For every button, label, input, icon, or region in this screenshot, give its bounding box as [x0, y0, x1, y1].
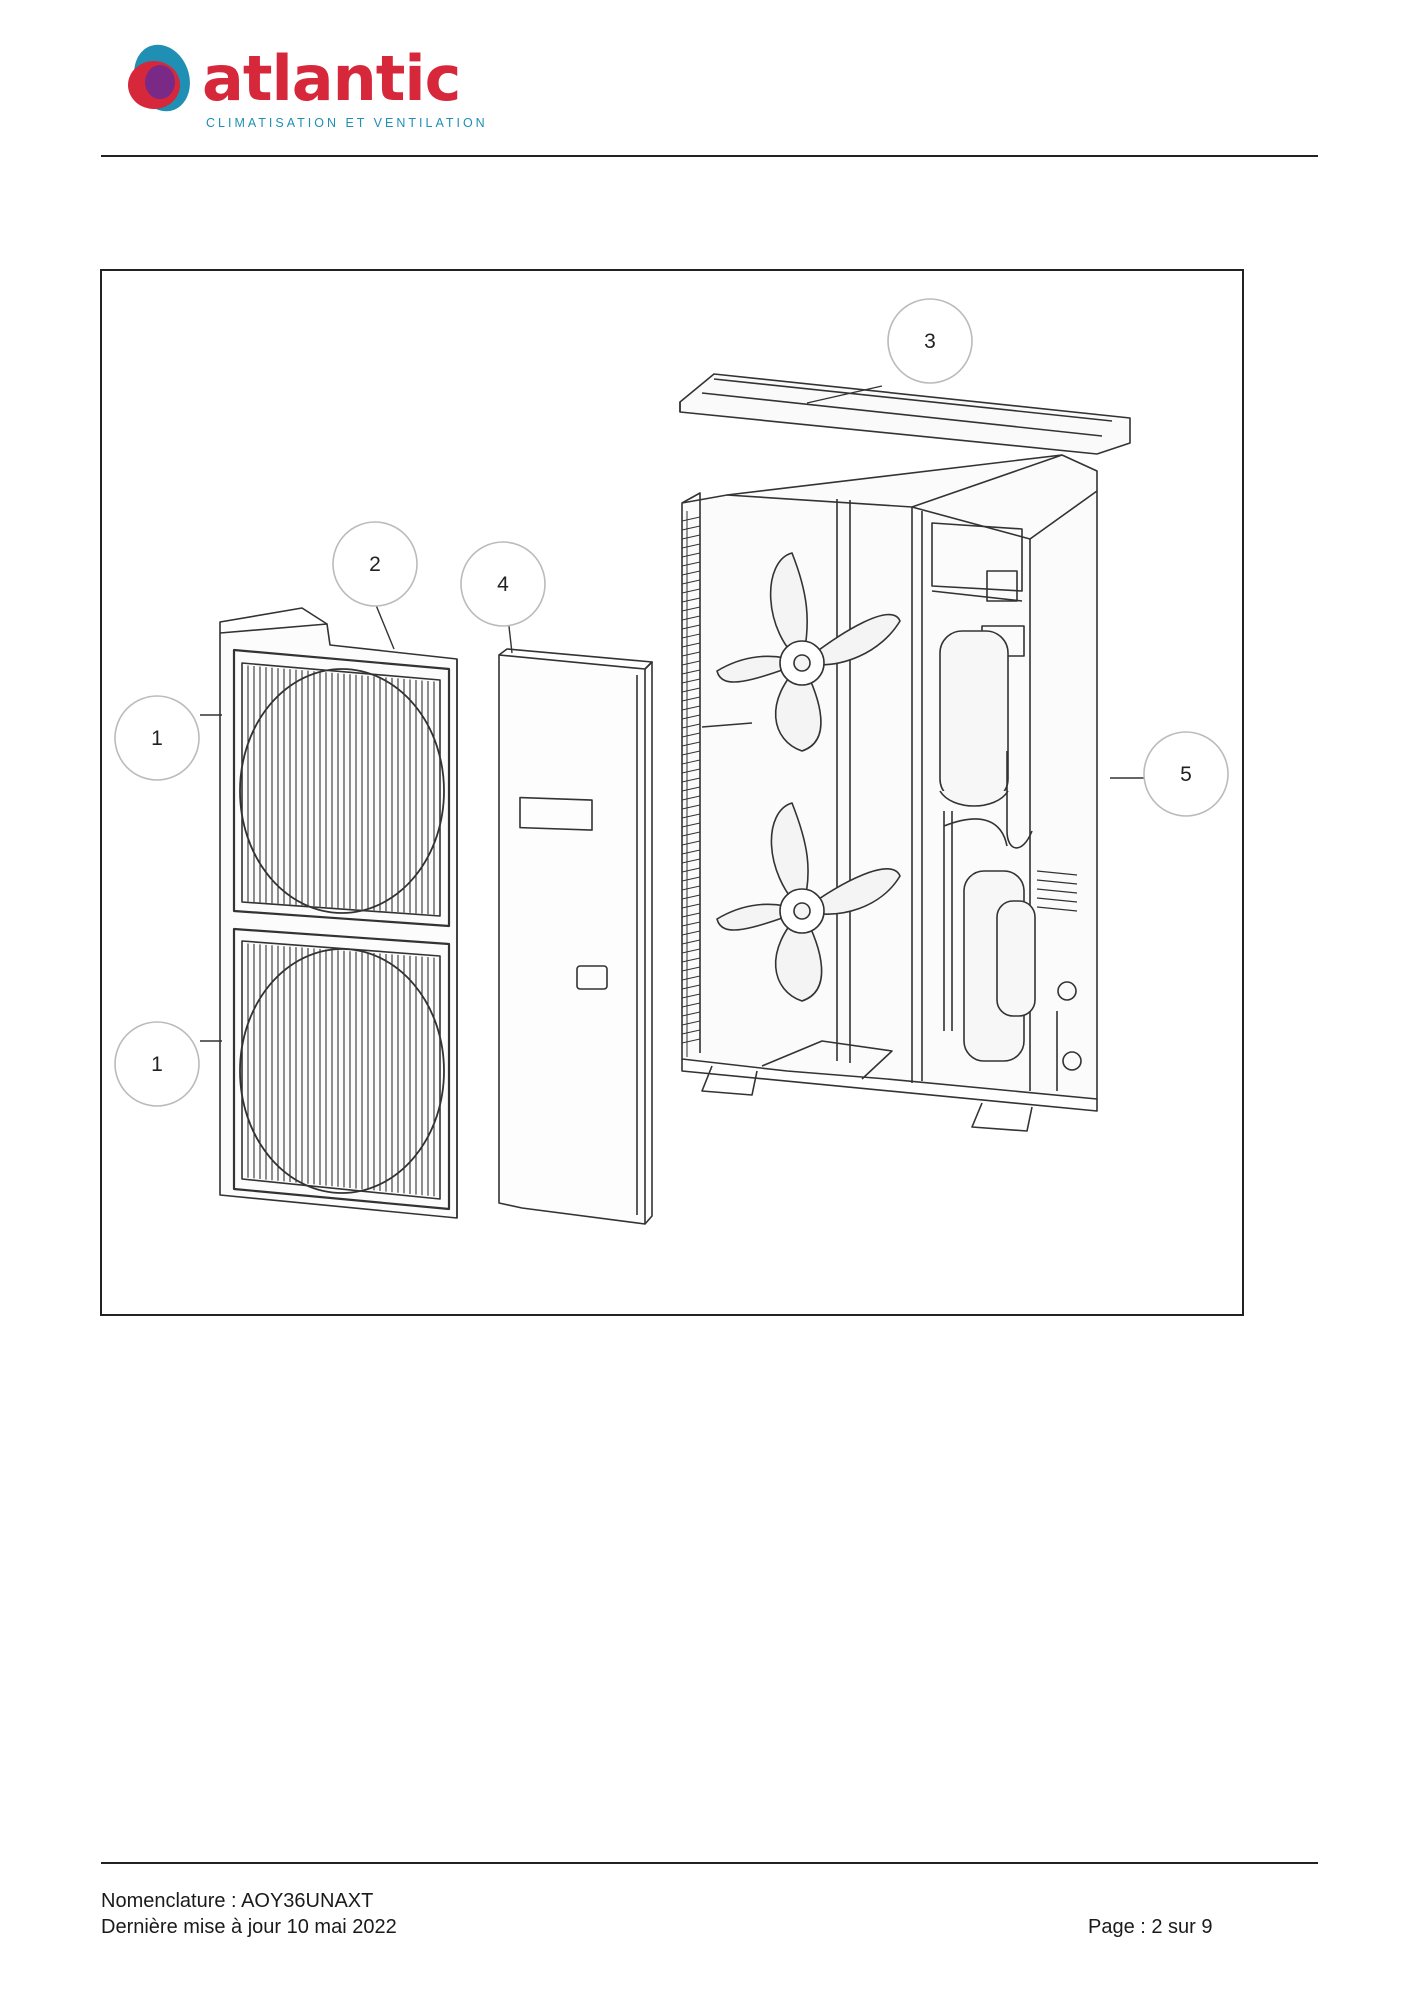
top-cover-part	[679, 373, 1131, 455]
front-grille-panel-part	[219, 607, 458, 1219]
receiver-tank-part	[939, 630, 1009, 807]
footer-last-update: Dernière mise à jour 10 mai 2022	[101, 1916, 397, 1938]
svg-text:5: 5	[1180, 763, 1192, 786]
exploded-view-drawing: 1 1 2 3 4 5	[114, 298, 1229, 1225]
main-chassis-part	[681, 454, 1098, 1132]
callout-1-lower: 1	[114, 1021, 200, 1107]
side-service-panel-part	[498, 648, 653, 1225]
callout-4: 4	[460, 541, 546, 627]
footer-nomenclature: Nomenclature : AOY36UNAXT	[101, 1890, 374, 1912]
logo-wordmark: atlantic	[202, 42, 461, 115]
footer-page-number: Page : 2 sur 9	[1088, 1916, 1213, 1938]
compressor-part	[963, 870, 1036, 1062]
lower-fan-grille-part	[232, 927, 451, 1211]
lower-fan-blade-part	[716, 802, 901, 1002]
callout-2: 2	[332, 521, 418, 607]
header-rule	[101, 155, 1318, 157]
svg-text:1: 1	[151, 727, 163, 750]
svg-text:2: 2	[369, 553, 381, 576]
upper-fan-grille-part	[232, 648, 451, 928]
upper-fan-blade-part	[716, 552, 901, 752]
callout-3: 3	[887, 298, 973, 384]
svg-text:3: 3	[924, 330, 936, 353]
svg-text:4: 4	[497, 573, 509, 596]
logo-tagline: CLIMATISATION ET VENTILATION	[206, 116, 488, 130]
callout-1-upper: 1	[114, 695, 200, 781]
exploded-view-figure: 1 1 2 3 4 5	[100, 269, 1244, 1316]
callout-5: 5	[1143, 731, 1229, 817]
footer-rule	[101, 1862, 1318, 1864]
callouts: 1 1 2 3 4 5	[114, 298, 1229, 1107]
logo-mark-icon	[128, 44, 190, 112]
svg-text:1: 1	[151, 1053, 163, 1076]
atlantic-logo: atlantic CLIMATISATION ET VENTILATION	[120, 40, 500, 140]
